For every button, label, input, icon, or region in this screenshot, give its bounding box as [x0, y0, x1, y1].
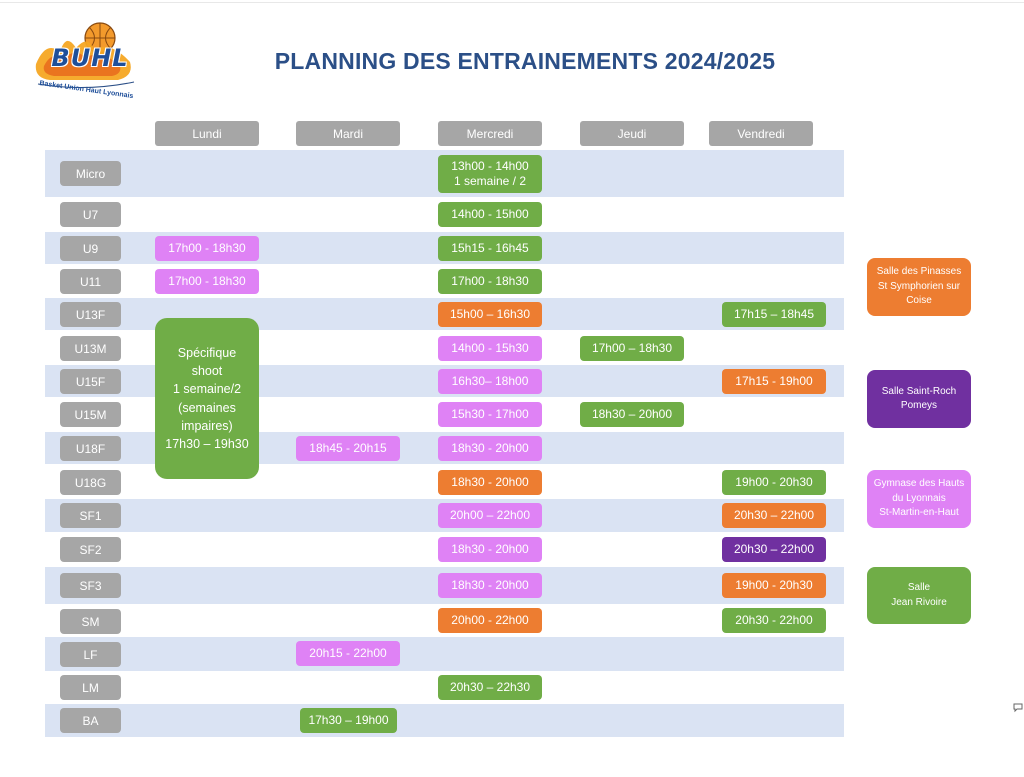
slot-sf1-mercredi: 20h00 – 22h00: [438, 503, 542, 528]
category-label-u7: U7: [60, 202, 121, 227]
category-label-sf2: SF2: [60, 537, 121, 562]
comment-icon[interactable]: [1013, 703, 1023, 713]
category-label-u11: U11: [60, 269, 121, 294]
category-label-sf1: SF1: [60, 503, 121, 528]
slot-lf-mardi: 20h15 - 22h00: [296, 641, 400, 666]
venue-legend-saint-roch: Salle Saint-Roch Pomeys: [867, 370, 971, 428]
category-label-u13m: U13M: [60, 336, 121, 361]
slot-u13m-jeudi: 17h00 – 18h30: [580, 336, 684, 361]
slot-u7-mercredi: 14h00 - 15h00: [438, 202, 542, 227]
slot-u11-mercredi: 17h00 - 18h30: [438, 269, 542, 294]
slot-u18g-mercredi: 18h30 - 20h00: [438, 470, 542, 495]
logo-wordmark: BUHL: [51, 44, 129, 72]
row-band: [45, 637, 844, 671]
category-label-sm: SM: [60, 609, 121, 634]
slot-u18g-vendredi: 19h00 - 20h30: [722, 470, 826, 495]
category-label-u18f: U18F: [60, 436, 121, 461]
slot-u18f-mercredi: 18h30 - 20h00: [438, 436, 542, 461]
category-label-u9: U9: [60, 236, 121, 261]
day-header-mardi: Mardi: [296, 121, 400, 146]
slot-sm-vendredi: 20h30 - 22h00: [722, 608, 826, 633]
category-label-u13f: U13F: [60, 302, 121, 327]
slot-sf2-mercredi: 18h30 - 20h00: [438, 537, 542, 562]
slot-u9-mercredi: 15h15 - 16h45: [438, 236, 542, 261]
top-divider: [0, 2, 1024, 3]
slot-micro-mercredi: 13h00 - 14h00 1 semaine / 2: [438, 155, 542, 193]
page-title: PLANNING DES ENTRAINEMENTS 2024/2025: [274, 48, 776, 74]
slot-u13f-mercredi: 15h00 – 16h30: [438, 302, 542, 327]
slot-u13m-mercredi: 14h00 - 15h30: [438, 336, 542, 361]
day-header-vendredi: Vendredi: [709, 121, 813, 146]
category-label-sf3: SF3: [60, 573, 121, 598]
slot-u13f-vendredi: 17h15 – 18h45: [722, 302, 826, 327]
slot-sf3-vendredi: 19h00 - 20h30: [722, 573, 826, 598]
category-label-u18g: U18G: [60, 470, 121, 495]
special-shooting-session: Spécifique shoot 1 semaine/2 (semaines i…: [155, 318, 259, 479]
day-header-lundi: Lundi: [155, 121, 259, 146]
slot-u15m-mercredi: 15h30 - 17h00: [438, 402, 542, 427]
slot-sf3-mercredi: 18h30 - 20h00: [438, 573, 542, 598]
day-header-mercredi: Mercredi: [438, 121, 542, 146]
category-label-u15f: U15F: [60, 369, 121, 394]
slot-ba-mardi: 17h30 – 19h00: [300, 708, 397, 733]
venue-legend-hauts-du-lyonnais: Gymnase des Hauts du Lyonnais St-Martin-…: [867, 470, 971, 528]
slot-lm-mercredi: 20h30 – 22h30: [438, 675, 542, 700]
venue-legend-pinasses: Salle des Pinasses St Symphorien sur Coi…: [867, 258, 971, 316]
slot-u15f-vendredi: 17h15 - 19h00: [722, 369, 826, 394]
category-label-ba: BA: [60, 708, 121, 733]
category-label-u15m: U15M: [60, 402, 121, 427]
slot-sf1-vendredi: 20h30 – 22h00: [722, 503, 826, 528]
category-label-micro: Micro: [60, 161, 121, 186]
category-label-lm: LM: [60, 675, 121, 700]
category-label-lf: LF: [60, 642, 121, 667]
slot-sm-mercredi: 20h00 - 22h00: [438, 608, 542, 633]
slot-u15f-mercredi: 16h30– 18h00: [438, 369, 542, 394]
slot-u11-lundi: 17h00 - 18h30: [155, 269, 259, 294]
slot-sf2-vendredi: 20h30 – 22h00: [722, 537, 826, 562]
row-band: [45, 704, 844, 737]
slot-u15m-jeudi: 18h30 – 20h00: [580, 402, 684, 427]
day-header-jeudi: Jeudi: [580, 121, 684, 146]
slot-u18f-mardi: 18h45 - 20h15: [296, 436, 400, 461]
slot-u9-lundi: 17h00 - 18h30: [155, 236, 259, 261]
buhl-logo: [35, 22, 135, 89]
venue-legend-jean-rivoire: Salle Jean Rivoire: [867, 567, 971, 624]
